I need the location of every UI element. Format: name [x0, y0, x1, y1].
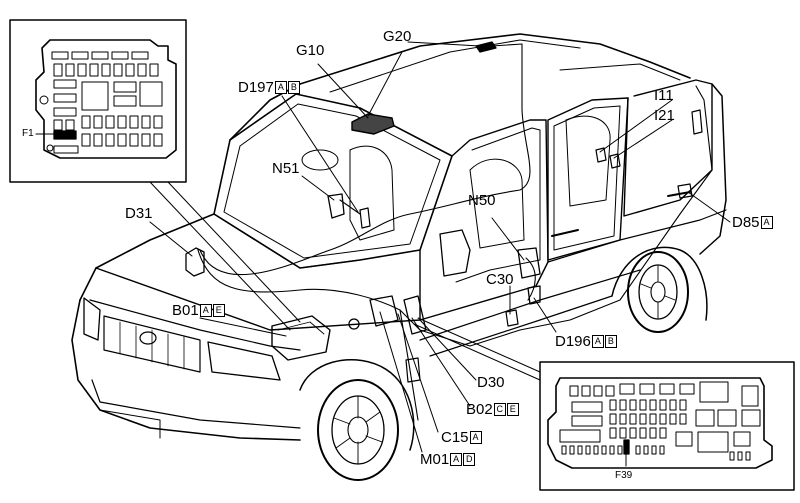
- label-g20: G20: [383, 29, 411, 44]
- label-b02-code: B02: [466, 401, 493, 418]
- label-n51: N51: [272, 161, 300, 176]
- label-f39: F39: [615, 471, 632, 481]
- label-d85-tag-1: A: [760, 216, 773, 229]
- label-c15: C15 A: [441, 430, 482, 445]
- label-d196-tag-1: A: [591, 335, 604, 348]
- inset-fusebox-top: [9, 19, 187, 183]
- label-b01-tag-2: E: [212, 304, 225, 317]
- label-b02-tag-2: E: [506, 403, 519, 416]
- label-d85: D85 A: [732, 215, 773, 230]
- label-d30: D30: [477, 375, 505, 390]
- label-f39-code: F39: [615, 470, 633, 481]
- label-d197: D197 A B: [238, 80, 300, 95]
- label-i21-code: I21: [654, 107, 675, 124]
- label-g10-code: G10: [296, 42, 325, 59]
- label-f1: F1: [22, 129, 34, 139]
- label-b01-code: B01: [172, 302, 199, 319]
- label-n50: N50: [468, 193, 496, 208]
- label-n51-code: N51: [272, 160, 300, 177]
- label-i11-code: I11: [654, 87, 674, 104]
- label-c15-code: C15: [441, 429, 469, 446]
- label-d197-tag-2: B: [287, 81, 300, 94]
- vehicle-body: [71, 33, 727, 481]
- label-b01-tag-1: A: [199, 304, 212, 317]
- label-d31: D31: [125, 206, 153, 221]
- label-d197-code: D197: [238, 79, 274, 96]
- label-d30-code: D30: [477, 374, 505, 391]
- inset-fusebox-bottom: [539, 361, 795, 491]
- label-i11: I11: [654, 88, 674, 103]
- label-g10: G10: [296, 43, 324, 58]
- label-i21: I21: [654, 108, 675, 123]
- label-m01-code: M01: [420, 451, 450, 468]
- label-b02-tag-1: C: [493, 403, 506, 416]
- label-d196: D196 A B: [555, 334, 617, 349]
- label-m01-tag-1: A: [450, 453, 463, 466]
- label-b01: B01 A E: [172, 303, 225, 318]
- label-m01-tag-2: D: [463, 453, 476, 466]
- label-g20-code: G20: [383, 28, 412, 45]
- label-m01: M01 A D: [420, 451, 476, 468]
- label-d85-code: D85: [732, 214, 760, 231]
- label-c30-code: C30: [486, 271, 514, 288]
- label-d197-tag-1: A: [274, 81, 287, 94]
- label-c30: C30: [486, 272, 514, 287]
- leader-lines: [149, 41, 731, 453]
- label-d196-code: D196: [555, 333, 591, 350]
- label-d196-tag-2: B: [604, 335, 617, 348]
- label-b02: B02 C E: [466, 402, 519, 417]
- label-c15-tag-1: A: [469, 431, 482, 444]
- label-d31-code: D31: [125, 205, 153, 222]
- label-f1-code: F1: [22, 128, 34, 139]
- label-n50-code: N50: [468, 192, 496, 209]
